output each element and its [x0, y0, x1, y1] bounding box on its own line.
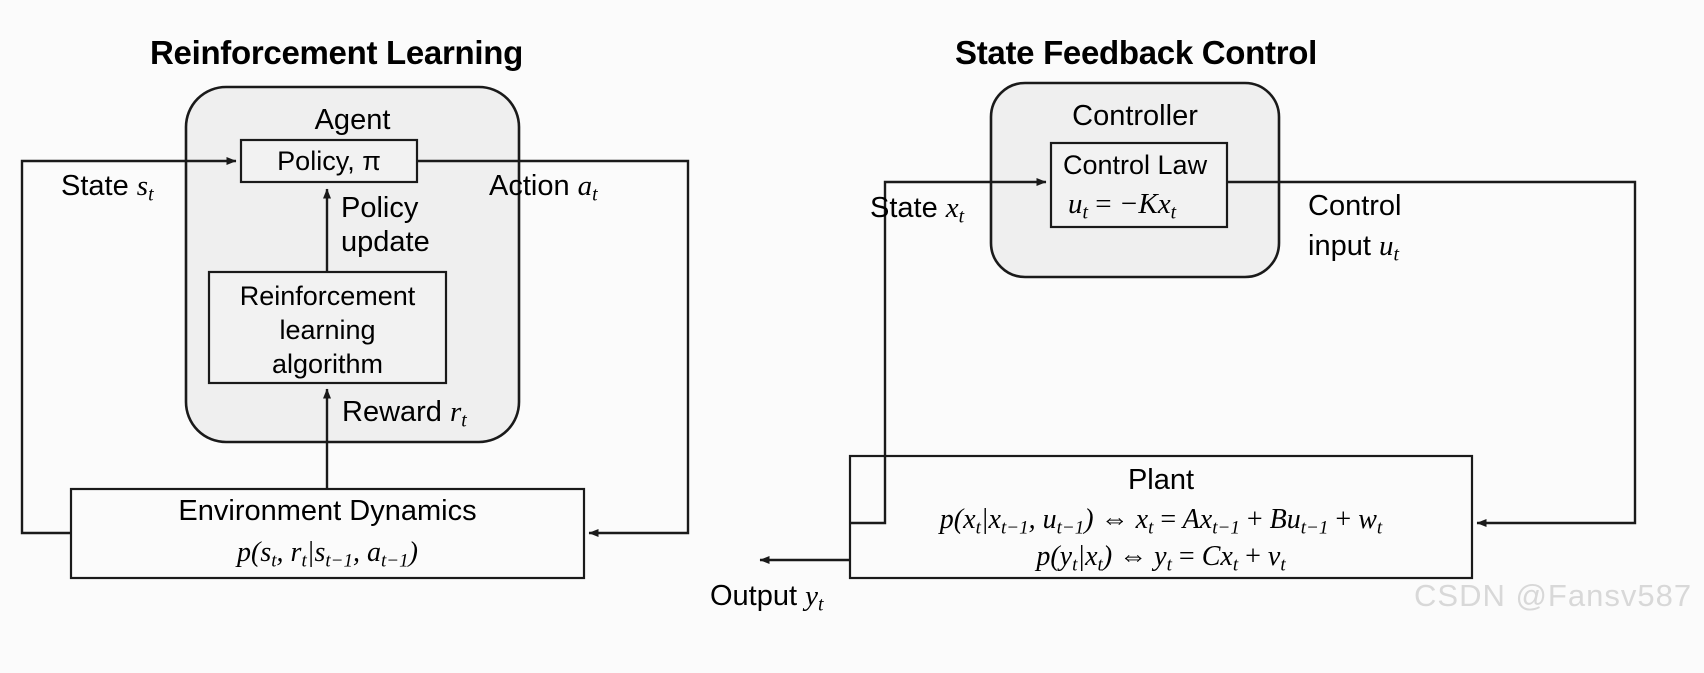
controller-container-label: Controller	[1072, 100, 1198, 132]
edge-label-policy-update-line1: Policy	[341, 192, 419, 224]
policy-block-label: Policy, π	[277, 146, 381, 176]
control-law-formula: ut = −Kxt	[1068, 188, 1177, 224]
plant-block	[848, 454, 1474, 580]
environment-dynamics-label: Environment Dynamics	[178, 495, 477, 527]
plant-label: Plant	[1127, 464, 1195, 496]
state-feedback-path	[20, 157, 237, 535]
action-path	[417, 159, 690, 537]
rl-algorithm-line2: learning	[279, 315, 376, 345]
environment-dynamics-formula: p(st, rt|st−1, at−1)	[237, 537, 418, 572]
edge-label-reward-rl: Reward rt	[342, 396, 467, 432]
control-law-block	[1049, 141, 1229, 229]
edge-label-control-input-line1: Control	[1308, 190, 1402, 222]
edge-label-state-rl: State st	[61, 170, 154, 206]
edge-label-action-rl: Action at	[489, 170, 598, 206]
csdn-watermark: CSDN @Fansv587	[1414, 578, 1693, 613]
policy-block	[239, 138, 419, 184]
environment-dynamics-block	[69, 487, 586, 580]
state-feedback-path-control	[850, 178, 1047, 525]
control-law-label: Control Law	[1063, 150, 1208, 180]
edge-label-output-control: Output yt	[710, 580, 824, 616]
rl-algorithm-line1: Reinforcement	[239, 281, 416, 311]
rl-algorithm-line3: algorithm	[271, 349, 384, 379]
edge-label-policy-update-line2: update	[341, 226, 430, 258]
page-title-state-feedback-control: State Feedback Control	[955, 34, 1317, 71]
agent-container-label: Agent	[314, 104, 391, 136]
page-title-reinforcement-learning: Reinforcement Learning	[150, 34, 523, 71]
control-input-path	[1227, 180, 1637, 527]
edge-label-control-input-line2: input ut	[1308, 230, 1399, 266]
plant-formula-line2: p(yt|xt) ⇔ yt = Cxt + vt	[1036, 541, 1286, 576]
plant-formula-line1: p(xt|xt−1, ut−1) ⇔ xt = Axt−1 + But−1 + …	[939, 504, 1383, 539]
edge-label-state-control: State xt	[870, 192, 965, 228]
